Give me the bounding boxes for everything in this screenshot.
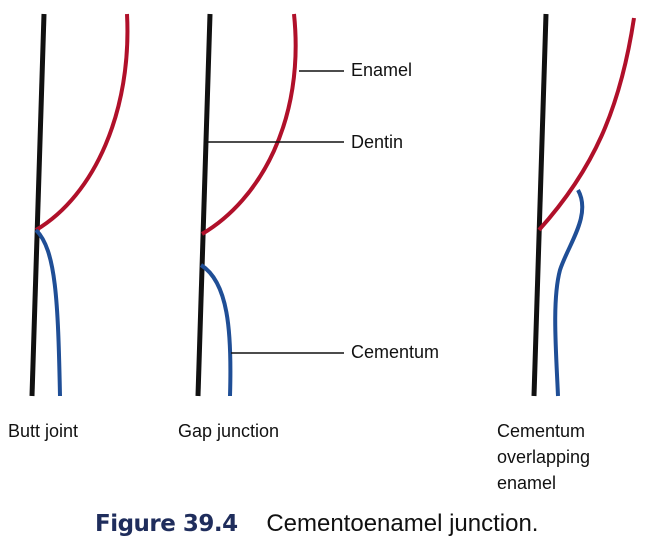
panel-butt-joint-drawing xyxy=(29,13,130,397)
figure-number: Figure 39.4 xyxy=(95,511,238,537)
cementum-curve xyxy=(34,228,62,397)
enamel-curve xyxy=(34,13,130,232)
enamel-label: Enamel xyxy=(351,60,413,80)
enamel-curve xyxy=(200,13,298,236)
panel-label-line: Cementum xyxy=(497,421,586,441)
panel-label-overlapping: Cementum overlapping enamel xyxy=(497,418,637,496)
figure-caption: Figure 39.4 Cementoenamel junction. xyxy=(95,508,538,540)
dentin-line xyxy=(531,13,549,397)
panel-overlapping-drawing xyxy=(531,13,636,397)
dentin-line xyxy=(195,13,213,397)
cementum-curve xyxy=(199,263,233,397)
cementum-curve xyxy=(553,189,585,397)
panel-label-line: Butt joint xyxy=(8,421,79,441)
panel-label-line: overlapping xyxy=(497,447,591,467)
panel-label-line: Gap junction xyxy=(178,421,280,441)
enamel-curve xyxy=(537,17,636,232)
panel-label-butt-joint: Butt joint xyxy=(8,418,78,444)
dentin-line xyxy=(29,13,47,397)
figure-title: Cementoenamel junction. xyxy=(266,510,539,537)
panel-label-line: enamel xyxy=(497,473,557,493)
panel-gap-junction-drawing xyxy=(195,13,344,397)
cementum-label: Cementum xyxy=(351,342,440,362)
panel-label-gap-junction: Gap junction xyxy=(178,418,279,444)
dentin-label: Dentin xyxy=(351,132,404,152)
